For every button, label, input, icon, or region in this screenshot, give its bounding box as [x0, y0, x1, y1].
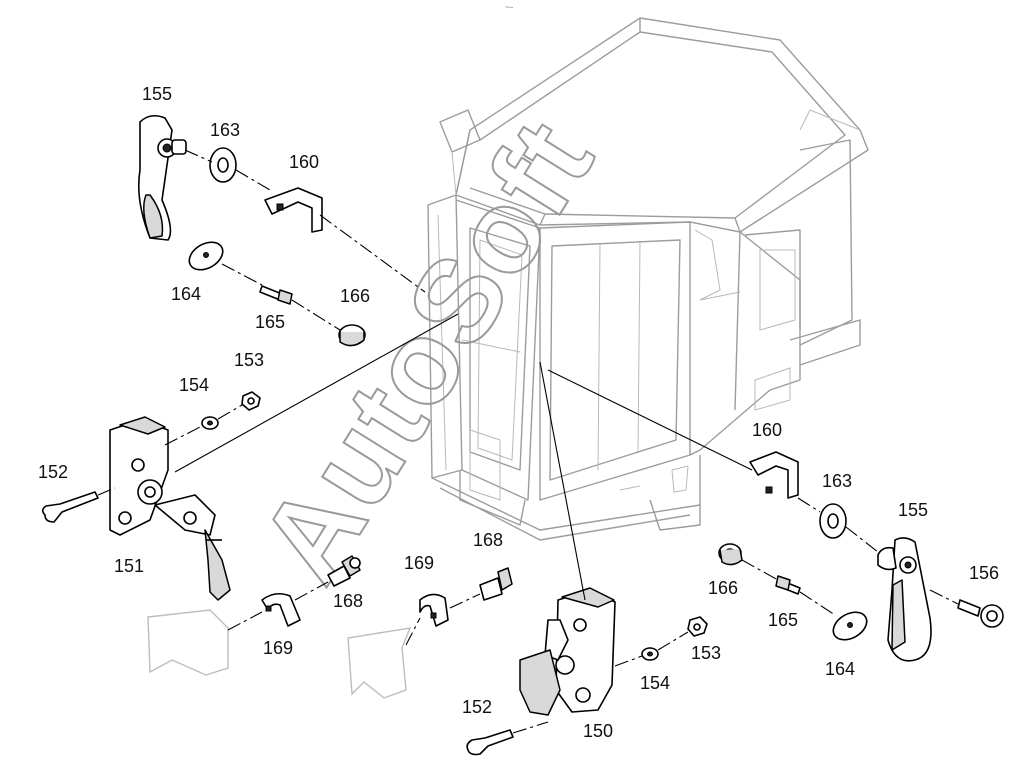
watermark: AutoSoft — [234, 97, 620, 605]
label-154-center: 154 — [640, 673, 670, 693]
handle-assembly-upper-left — [137, 114, 426, 347]
lock-assembly-left — [41, 313, 459, 601]
label-166-right: 166 — [708, 578, 738, 598]
label-153-left: 153 — [234, 350, 264, 370]
label-150: 150 — [583, 721, 613, 741]
label-168-middle: 168 — [473, 530, 503, 550]
label-152-left: 152 — [38, 462, 68, 482]
label-166-upper: 166 — [340, 286, 370, 306]
label-163-upper: 163 — [210, 120, 240, 140]
label-164-upper: 164 — [171, 284, 201, 304]
label-168-left: 168 — [333, 591, 363, 611]
label-169-left: 169 — [263, 638, 293, 658]
label-155-upper: 155 — [142, 84, 172, 104]
watermark-text: AutoSoft — [235, 98, 619, 604]
label-160-right: 160 — [752, 420, 782, 440]
label-155-right: 155 — [898, 500, 928, 520]
part-labels: 155 163 160 164 165 166 153 154 152 151 … — [38, 84, 999, 741]
striker-assembly-left — [147, 555, 361, 676]
label-156: 156 — [969, 563, 999, 583]
label-154-left: 154 — [179, 375, 209, 395]
top-mark: ~- — [505, 2, 513, 12]
lock-assembly-center — [466, 361, 708, 756]
label-163-right: 163 — [822, 471, 852, 491]
label-160-upper: 160 — [289, 152, 319, 172]
handle-assembly-right — [547, 369, 1004, 662]
label-151: 151 — [114, 556, 144, 576]
striker-assembly-middle — [347, 567, 513, 699]
label-169-middle: 169 — [404, 553, 434, 573]
label-165-right: 165 — [768, 610, 798, 630]
label-153-center: 153 — [691, 643, 721, 663]
cab-frame — [427, 17, 869, 541]
label-164-right: 164 — [825, 659, 855, 679]
label-165-upper: 165 — [255, 312, 285, 332]
label-152-center: 152 — [462, 697, 492, 717]
